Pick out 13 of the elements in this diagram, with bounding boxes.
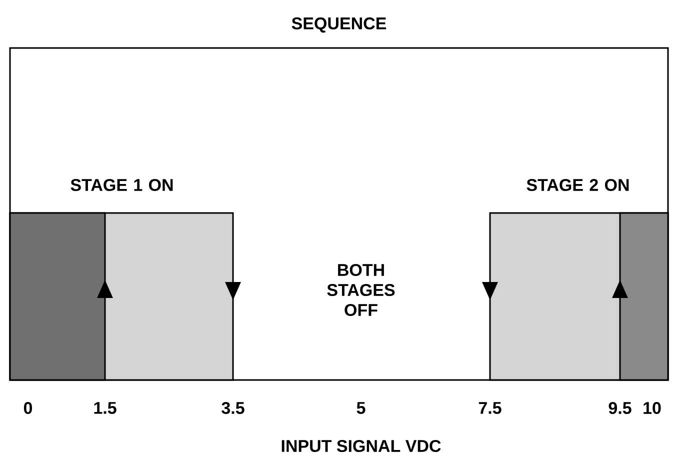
stage-box: STAGE 2 ON: [489, 178, 669, 381]
tick-label: 5: [356, 402, 366, 414]
title: SEQUENCE: [292, 17, 386, 33]
node-label: STAGE 2 ON: [526, 178, 629, 192]
tick-label: 3.5: [222, 402, 244, 414]
tick-label: 0: [24, 402, 32, 414]
stage-box: STAGE 1 ON: [9, 178, 234, 381]
tick-label: 1.5: [94, 402, 116, 414]
tick-label: 10: [644, 402, 661, 414]
tick-label: 7.5: [478, 402, 502, 414]
axis-label: INPUT SIGNAL VDC: [282, 440, 441, 452]
node-label: STAGE 1 ON: [70, 178, 173, 192]
tick-label: 9.5: [608, 402, 632, 414]
